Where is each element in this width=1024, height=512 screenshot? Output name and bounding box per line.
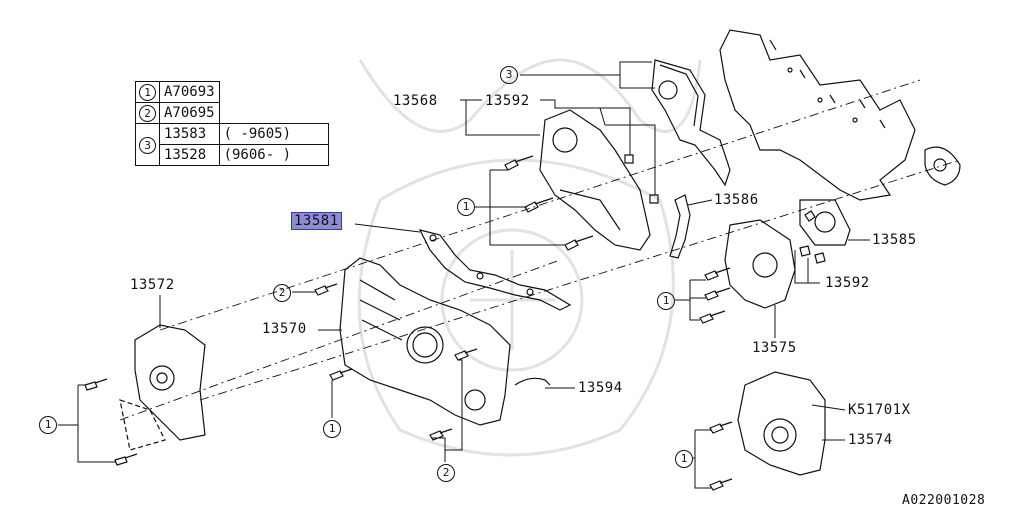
label-13586: 13586 (714, 192, 759, 208)
legend-row: 2 A70695 (135, 102, 329, 124)
gasket-13581-drawing (418, 229, 572, 311)
legend-period: (9606- ) (218, 144, 329, 166)
cover-13572-drawing (84, 324, 206, 466)
legend-row: 3 13583 ( -9605) (135, 123, 329, 166)
legend-row: 1 A70693 (135, 81, 329, 103)
label-13592-right: 13592 (825, 275, 870, 291)
inner-cover-upper-drawing (539, 109, 651, 251)
label-13570: 13570 (262, 321, 307, 337)
seal-13586-drawing (669, 194, 691, 259)
cover-13574-drawing (709, 371, 826, 491)
callout-1-bottom: 1 (323, 420, 341, 438)
callout-1-left: 1 (39, 416, 57, 434)
watermark-crest (357, 58, 702, 457)
label-13572: 13572 (130, 277, 175, 293)
callout-3: 3 (500, 66, 518, 84)
front-cover-13570-drawing (314, 257, 551, 441)
label-13575: 13575 (752, 340, 797, 356)
legend-key: 1 (135, 81, 160, 103)
label-13592-top: 13592 (485, 93, 530, 109)
gasket-13568-drawing (651, 59, 731, 187)
callout-1-bottom-right: 1 (675, 450, 693, 468)
diagram-id: A022001028 (902, 493, 986, 508)
callout-1-right: 1 (657, 292, 675, 310)
callout-2-left: 2 (273, 284, 291, 302)
legend-part-number: A70693 (159, 81, 220, 103)
legend-period (219, 103, 328, 124)
label-13581-highlighted[interactable]: 13581 (291, 212, 342, 230)
label-13568: 13568 (393, 93, 438, 109)
label-13574: 13574 (848, 432, 893, 448)
bolts-right-cover (699, 267, 731, 324)
legend-part-number: 13583 (159, 123, 220, 145)
legend-part-number: A70695 (159, 102, 220, 124)
legend-key: 3 (135, 123, 160, 166)
parts-legend-table: 1 A70693 2 A70695 3 13583 ( -9605) 13528… (135, 81, 329, 166)
legend-key: 2 (135, 102, 160, 124)
label-13585: 13585 (872, 232, 917, 248)
engine-block (719, 29, 916, 201)
legend-period (219, 82, 328, 103)
inner-cover-right-drawing (724, 146, 961, 309)
legend-part-number: 13528 (159, 144, 220, 166)
label-13594: 13594 (578, 380, 623, 396)
callout-2-bottom: 2 (437, 464, 455, 482)
legend-row: 13528 (9606- ) (136, 144, 329, 166)
leader-lines (58, 61, 870, 489)
label-k51701x: K51701X (848, 402, 911, 418)
callout-1-upper: 1 (457, 198, 475, 216)
legend-period: ( -9605) (218, 123, 329, 145)
